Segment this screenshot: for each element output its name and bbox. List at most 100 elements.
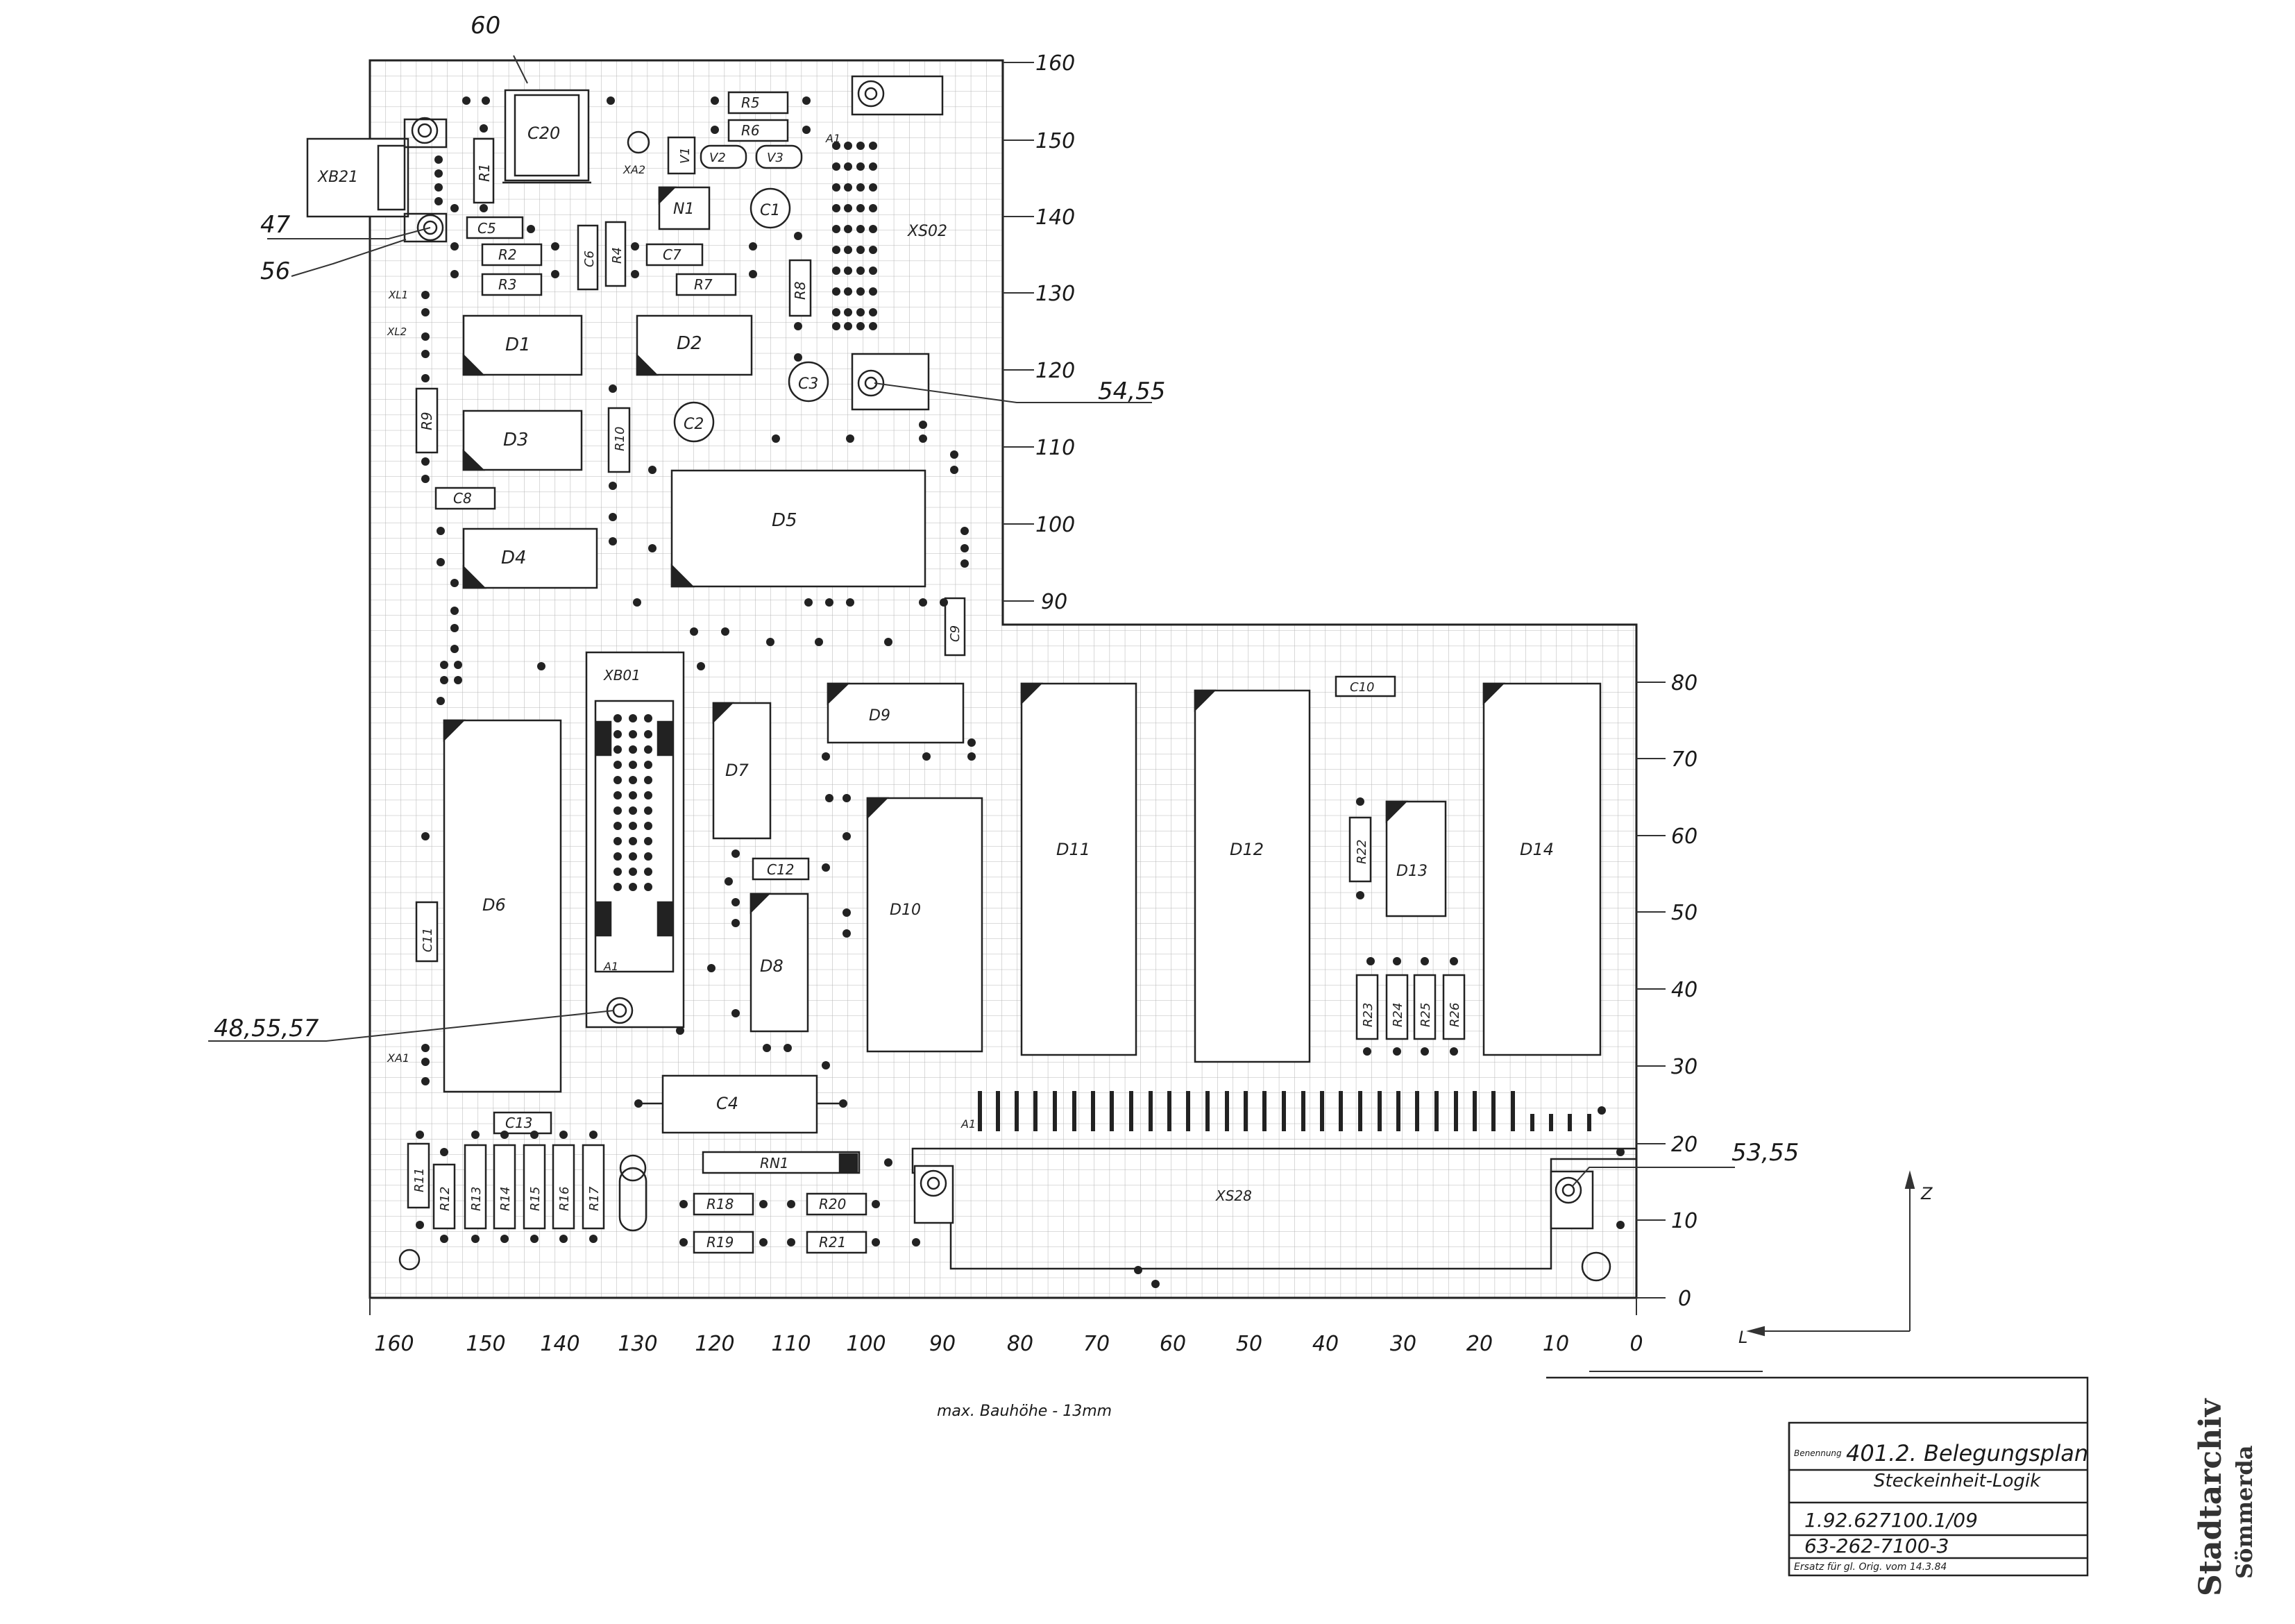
label-c4: C4 (716, 1094, 738, 1113)
label-r11: R11 (412, 1168, 427, 1192)
axis-label: 110 (1035, 436, 1075, 460)
callout-47: 47 (260, 211, 291, 239)
label-c20: C20 (527, 124, 560, 143)
label-r25: R25 (1419, 1003, 1433, 1027)
circuit-board (369, 59, 1638, 1299)
label-d8: D8 (760, 956, 784, 976)
axis-label: 130 (1035, 282, 1075, 306)
components (306, 75, 1638, 1282)
label-r15: R15 (528, 1187, 543, 1211)
callouts (208, 55, 1735, 1187)
label-xl1: XL1 (388, 289, 408, 301)
stamp-line1: Stadtarchiv (2193, 1398, 2228, 1596)
axis-label: 70 (1671, 747, 1697, 772)
label-r6: R6 (741, 122, 760, 139)
label-c3: C3 (798, 375, 818, 393)
benennung-label: Benennung (1794, 1448, 1842, 1458)
right-axis: 160 150 140 130 120 110 100 90 80 70 60 … (1003, 51, 1697, 1311)
label-d5: D5 (772, 510, 797, 531)
label-c2: C2 (684, 416, 704, 433)
label-r18: R18 (706, 1196, 734, 1212)
label-d12: D12 (1230, 840, 1264, 859)
label-c7: C7 (663, 246, 681, 263)
label-r20: R20 (819, 1196, 846, 1212)
label-xs28: XS28 (1215, 1187, 1252, 1204)
axis-label: 20 (1671, 1133, 1697, 1157)
label-r12: R12 (438, 1187, 452, 1211)
xb01-pins (613, 714, 652, 891)
label-n1: N1 (673, 201, 694, 218)
label-r22: R22 (1355, 840, 1369, 864)
axis-label: 0 (1629, 1332, 1643, 1356)
label-r8: R8 (792, 281, 808, 300)
label-d4: D4 (501, 548, 527, 568)
xs28-pins (978, 1091, 1591, 1131)
axis-label: 140 (540, 1332, 579, 1356)
callout-60: 60 (471, 12, 500, 40)
component-labels: XB21 C20 R1 XA2 V1 V2 V3 R5 R6 N1 C1 C5 … (317, 94, 1554, 1251)
axis-label: 70 (1083, 1332, 1110, 1356)
part-number: 63-262-7100-3 (1804, 1534, 1949, 1557)
axis-label: 60 (1160, 1332, 1186, 1356)
label-c10: C10 (1350, 680, 1374, 695)
pads (416, 96, 1625, 1288)
label-r24: R24 (1391, 1003, 1405, 1027)
label-c11: C11 (421, 928, 435, 952)
label-r17: R17 (587, 1186, 602, 1211)
axis-label: 50 (1236, 1332, 1262, 1356)
label-c5: C5 (477, 220, 496, 237)
axis-label: 10 (1543, 1332, 1569, 1356)
axis-label: 60 (1671, 824, 1697, 849)
label-r26: R26 (1448, 1003, 1462, 1027)
axis-label: 10 (1671, 1209, 1697, 1233)
archive-stamp: Stadtarchiv Sömmerda (2193, 1398, 2258, 1596)
bottom-axis: 160 150 140 130 120 110 100 90 80 70 60 … (369, 1298, 1763, 1372)
label-r7: R7 (694, 276, 713, 293)
label-r3: R3 (498, 276, 517, 293)
axis-label: 150 (1035, 129, 1075, 153)
label-r2: R2 (498, 246, 517, 263)
drawing-subtitle: Steckeinheit-Logik (1874, 1471, 2041, 1491)
label-xa2: XA2 (623, 163, 645, 176)
axis-label: 120 (695, 1332, 734, 1356)
callout-48-55-57: 48,55,57 (214, 1015, 319, 1042)
drawing-number: 1.92.627100.1/09 (1804, 1509, 1978, 1532)
label-r23: R23 (1361, 1003, 1375, 1027)
axis-label: 130 (618, 1332, 657, 1356)
axis-label: 90 (1041, 590, 1067, 614)
replacement-note: Ersatz für gl. Orig. vom 14.3.84 (1794, 1562, 1947, 1573)
label-xl2: XL2 (387, 325, 407, 338)
label-c8: C8 (453, 490, 472, 507)
axis-label: 0 (1678, 1287, 1691, 1311)
label-r9: R9 (418, 412, 435, 430)
title-block-text: Benennung 401.2. Belegungsplan Steckeinh… (1794, 1440, 2088, 1573)
label-v2: V2 (709, 151, 726, 165)
l-axis-label: L (1738, 1328, 1747, 1347)
label-c1: C1 (760, 202, 780, 219)
label-a1: A1 (825, 132, 840, 145)
axis-label: 150 (466, 1332, 505, 1356)
label-c6: C6 (582, 251, 597, 267)
axis-label: 40 (1312, 1332, 1339, 1356)
label-r21: R21 (819, 1234, 846, 1251)
axis-label: 90 (929, 1332, 956, 1356)
label-c9: C9 (948, 625, 963, 642)
label-r19: R19 (706, 1234, 734, 1251)
label-r14: R14 (498, 1187, 513, 1211)
label-r4: R4 (610, 247, 625, 264)
label-xa1: XA1 (387, 1051, 409, 1065)
label-d7: D7 (725, 761, 749, 780)
label-v1: V1 (678, 147, 693, 164)
label-d10: D10 (890, 902, 921, 919)
title-block (1546, 1376, 2089, 1577)
axis-label: 110 (771, 1332, 811, 1356)
xs02-pins (832, 142, 877, 330)
axis-label: 160 (374, 1332, 414, 1356)
z-axis-label: Z (1920, 1184, 1933, 1203)
coordinate-arrows (1746, 1170, 1915, 1337)
label-d9: D9 (869, 707, 890, 725)
axis-label: 80 (1671, 671, 1697, 695)
callout-54-55: 54,55 (1098, 378, 1165, 405)
axis-label: 20 (1466, 1332, 1493, 1356)
